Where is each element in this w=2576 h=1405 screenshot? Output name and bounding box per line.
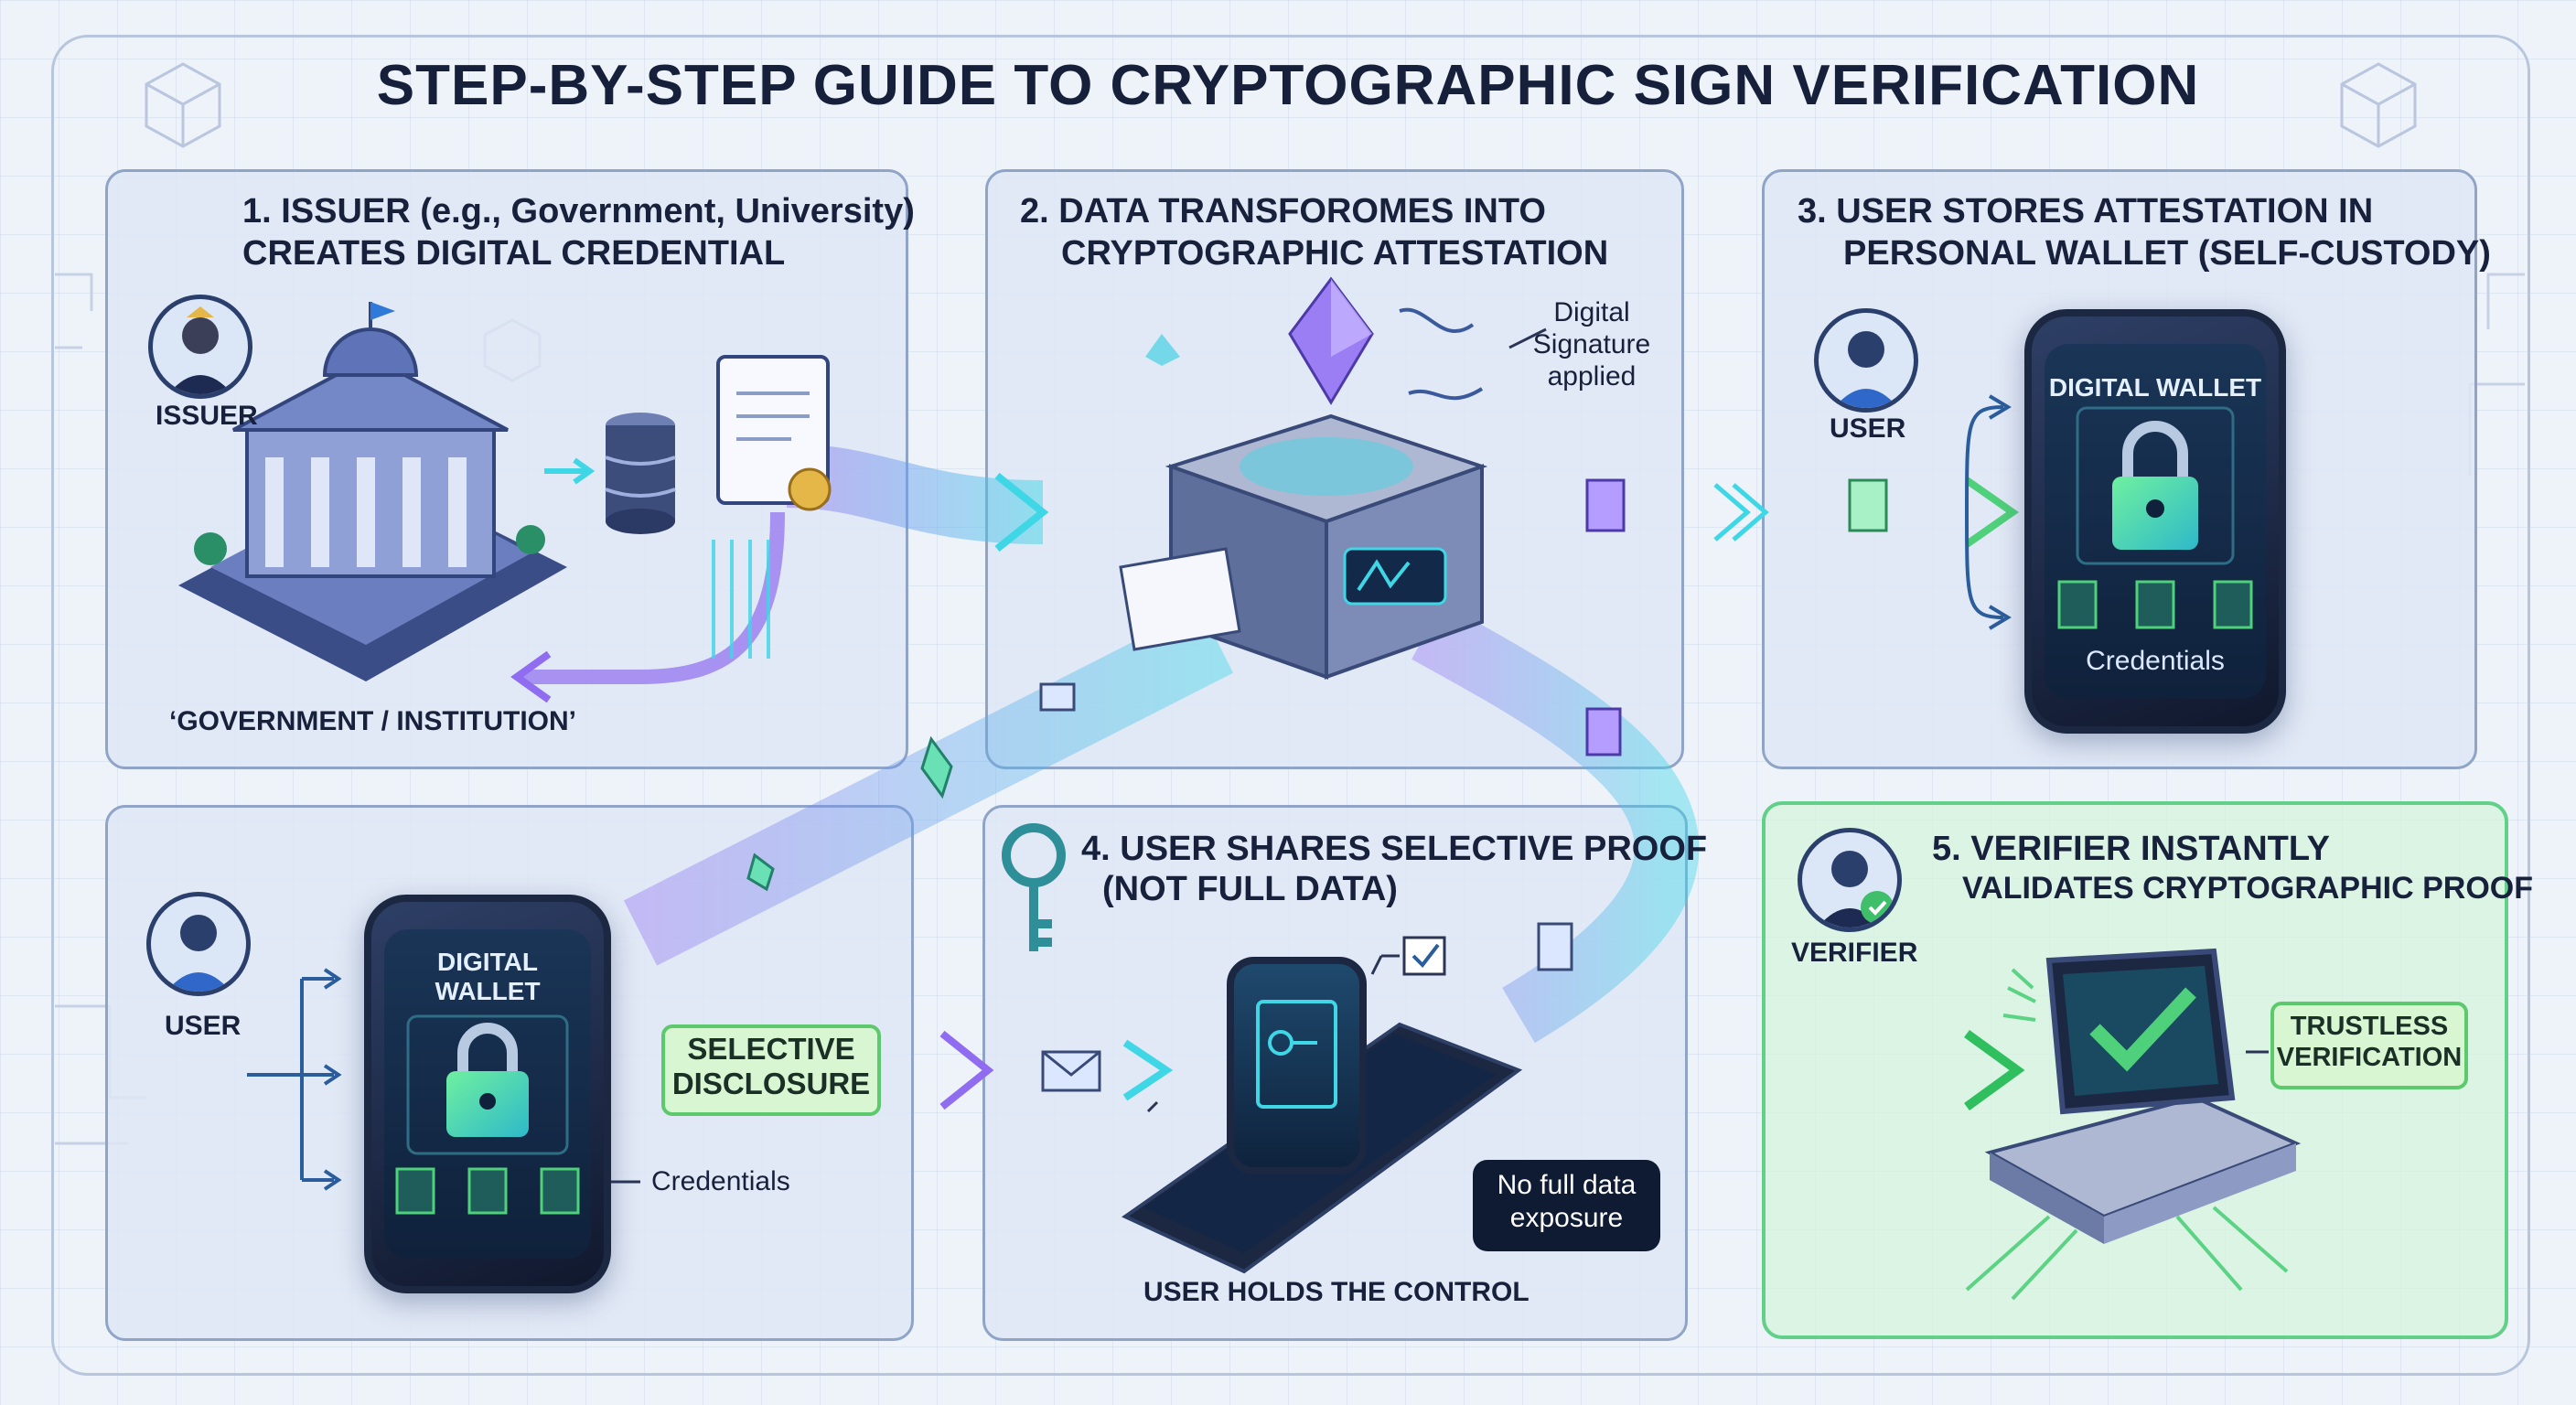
ethereum-crystal-icon — [1145, 276, 1374, 405]
step5-title-line1: 5. VERIFIER INSTANTLY — [1932, 830, 2330, 868]
padlock-icon — [2057, 406, 2253, 629]
government-building-icon — [178, 302, 567, 681]
padlock-icon — [395, 1014, 580, 1215]
step3-title-line2: PERSONAL WALLET (SELF-CUSTODY) — [1843, 234, 2491, 273]
step3-title-line1: 3. USER STORES ATTESTATION IN — [1798, 192, 2374, 231]
user-label-step4: USER — [165, 1011, 242, 1041]
proof-phone-illustration — [1122, 957, 1523, 1274]
selective-disclosure-tag: SELECTIVE DISCLOSURE — [661, 1024, 881, 1116]
user-avatar-left — [146, 892, 251, 996]
credentials-label-step4: Credentials — [651, 1166, 790, 1196]
callout-line1: No full data — [1497, 1170, 1637, 1200]
outer-frame — [51, 35, 2530, 1376]
envelope-icon — [1041, 1050, 1101, 1092]
user-control-caption: USER HOLDS THE CONTROL — [1143, 1277, 1530, 1307]
wallet-phone-step3: DIGITAL WALLET Credentials — [2024, 309, 2286, 734]
trustless-verification-tag: TRUSTLESS VERIFICATION — [2270, 1002, 2468, 1089]
return-arrow — [521, 511, 785, 684]
issuer-label: ISSUER — [156, 401, 258, 431]
document-icon — [1537, 707, 1622, 971]
callout-line2: exposure — [1509, 1203, 1624, 1233]
user-label-step3: USER — [1830, 413, 1906, 444]
selective-line2: DISCLOSURE — [671, 1067, 871, 1100]
step1-title-line2: CREATES DIGITAL CREDENTIAL — [242, 234, 786, 273]
database-icon — [605, 413, 676, 534]
wallet-title-line2: WALLET — [435, 977, 541, 1005]
institution-caption: ‘GOVERNMENT / INSTITUTION’ — [169, 706, 577, 736]
page-title: STEP-BY-STEP GUIDE TO CRYPTOGRAPHIC SIGN… — [376, 54, 2200, 117]
flow-arrow-to-user-wallet — [623, 607, 1234, 966]
step4-title-line1: 4. USER SHARES SELECTIVE PROOF — [1081, 830, 1708, 868]
step2-title-line2: CRYPTOGRAPHIC ATTESTATION — [1061, 234, 1609, 273]
wallet-phone-step4: DIGITAL WALLET — [364, 895, 611, 1293]
signature-label-line3: applied — [1547, 361, 1637, 391]
checkmark-monitor-icon — [1984, 948, 2302, 1244]
key-icon — [1002, 823, 1066, 951]
step1-title-line1: 1. ISSUER (e.g., Government, University) — [242, 192, 915, 231]
user-avatar — [1814, 308, 1918, 413]
credentials-label-step3: Credentials — [2086, 646, 2225, 676]
step5-title-line2: VALIDATES CRYPTOGRAPHIC PROOF — [1962, 871, 2534, 906]
trustless-line1: TRUSTLESS — [2290, 1012, 2449, 1041]
no-exposure-callout: No full data exposure — [1473, 1160, 1660, 1251]
verifier-label: VERIFIER — [1791, 938, 1918, 968]
selective-line1: SELECTIVE — [687, 1032, 855, 1066]
signature-label-line1: Digital — [1553, 297, 1630, 327]
flow-arrow-to-proof-phone — [1411, 603, 1699, 1044]
issuer-avatar — [148, 295, 252, 399]
step2-title-line1: 2. DATA TRANSFOROMES INTO — [1020, 192, 1546, 231]
attestation-machine-icon — [1119, 413, 1488, 680]
wallet-title-step3: DIGITAL WALLET — [2048, 373, 2262, 402]
signature-label-line2: Signature — [1532, 329, 1651, 359]
document-icon — [1585, 478, 1888, 532]
wallet-title-line1: DIGITAL — [437, 948, 538, 976]
document-certificate-icon — [716, 355, 832, 511]
verifier-avatar — [1798, 828, 1902, 932]
checkbox-icon — [1370, 936, 1446, 976]
trustless-line2: VERIFICATION — [2276, 1043, 2463, 1072]
step4-title-line2: (NOT FULL DATA) — [1102, 870, 1398, 908]
